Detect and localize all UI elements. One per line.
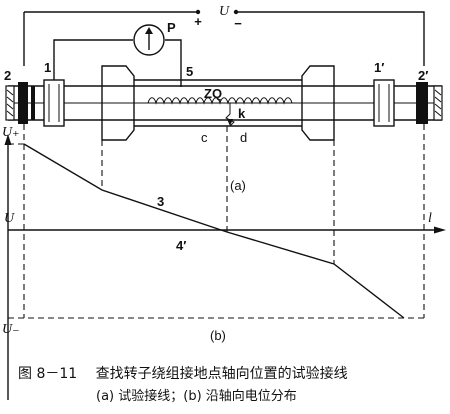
supply-voltage-label: U [219, 4, 230, 19]
label-c: c [201, 130, 208, 145]
shaft-end-right [416, 82, 443, 124]
caption-subtitle: (a) 试验接线；(b) 沿轴向电位分布 [96, 388, 297, 404]
caption-title: 图 8－11 查找转子绕组接地点轴向位置的试验接线 [18, 365, 348, 382]
label-zq: ZQ [204, 86, 222, 101]
meter-label: P [167, 20, 176, 35]
label-1-prime: 1′ [374, 60, 384, 75]
potential-plot [4, 134, 446, 400]
label-2-prime: 2′ [418, 68, 428, 83]
label-5: 5 [186, 64, 193, 79]
shaft-end-left [5, 82, 35, 124]
slip-ring-right [373, 79, 395, 127]
label-u-minus: U₋ [2, 322, 20, 337]
label-k: k [238, 106, 246, 121]
label-l: l [428, 211, 432, 226]
slip-ring-left [43, 79, 65, 127]
potential-curve [23, 143, 405, 319]
label-u: U [4, 211, 15, 226]
supply-wiring [23, 9, 425, 66]
supply-plus-sign: + [194, 14, 202, 29]
ground-fault-point [225, 103, 235, 127]
voltmeter-icon [133, 24, 165, 56]
label-u-plus: U₊ [2, 125, 20, 140]
supply-minus-sign: − [234, 16, 242, 31]
projection-lines [23, 124, 425, 318]
sublabel-b: (b) [210, 328, 226, 343]
l-axis-arrow [434, 226, 446, 234]
label-3: 3 [157, 194, 164, 209]
label-4-prime: 4′ [176, 238, 186, 253]
label-2: 2 [4, 68, 11, 83]
label-1: 1 [44, 60, 51, 75]
label-d: d [240, 130, 247, 145]
sublabel-a: (a) [230, 178, 246, 193]
u-axis-arrow [4, 134, 12, 145]
rotor-body [101, 65, 335, 141]
field-winding-coil [147, 97, 293, 105]
